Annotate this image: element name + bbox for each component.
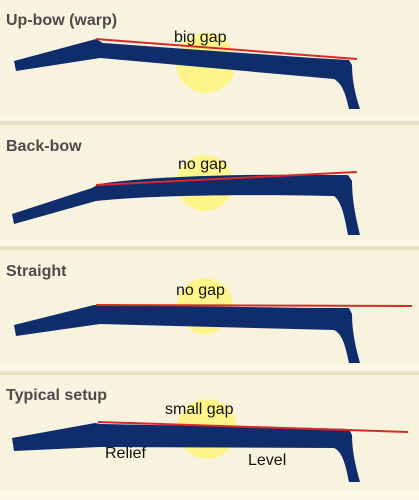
typical-setup-title: Typical setup xyxy=(6,387,107,404)
relief-label: Relief xyxy=(105,445,146,462)
panel-divider xyxy=(0,121,419,125)
back-bow-title: Back-bow xyxy=(6,138,82,155)
level-label: Level xyxy=(248,452,286,469)
straight-panel-group: Straight no gap xyxy=(6,263,413,363)
straightedge-line xyxy=(95,304,413,307)
back-bow-panel-group: Back-bow no gap xyxy=(6,138,360,235)
up-bow-panel-group: Up-bow (warp) big gap xyxy=(6,12,360,109)
straightedge-line xyxy=(97,421,409,433)
typical-setup-panel-group: Typical setup small gap Relief Level xyxy=(6,387,409,482)
neck-shape xyxy=(14,39,360,109)
straightedge-line xyxy=(95,38,358,60)
straight-title: Straight xyxy=(6,263,67,280)
neck-shape xyxy=(12,423,360,482)
panel-divider xyxy=(0,246,419,250)
gap-label: small gap xyxy=(165,401,234,418)
gap-label: big gap xyxy=(174,29,227,46)
neck-shape xyxy=(12,174,360,235)
up-bow-title: Up-bow (warp) xyxy=(6,12,117,29)
panel-divider xyxy=(0,371,419,375)
gap-label: no gap xyxy=(178,156,227,173)
straightedge-line xyxy=(95,171,358,186)
gap-label: no gap xyxy=(176,282,225,299)
neck-shape xyxy=(14,305,360,363)
